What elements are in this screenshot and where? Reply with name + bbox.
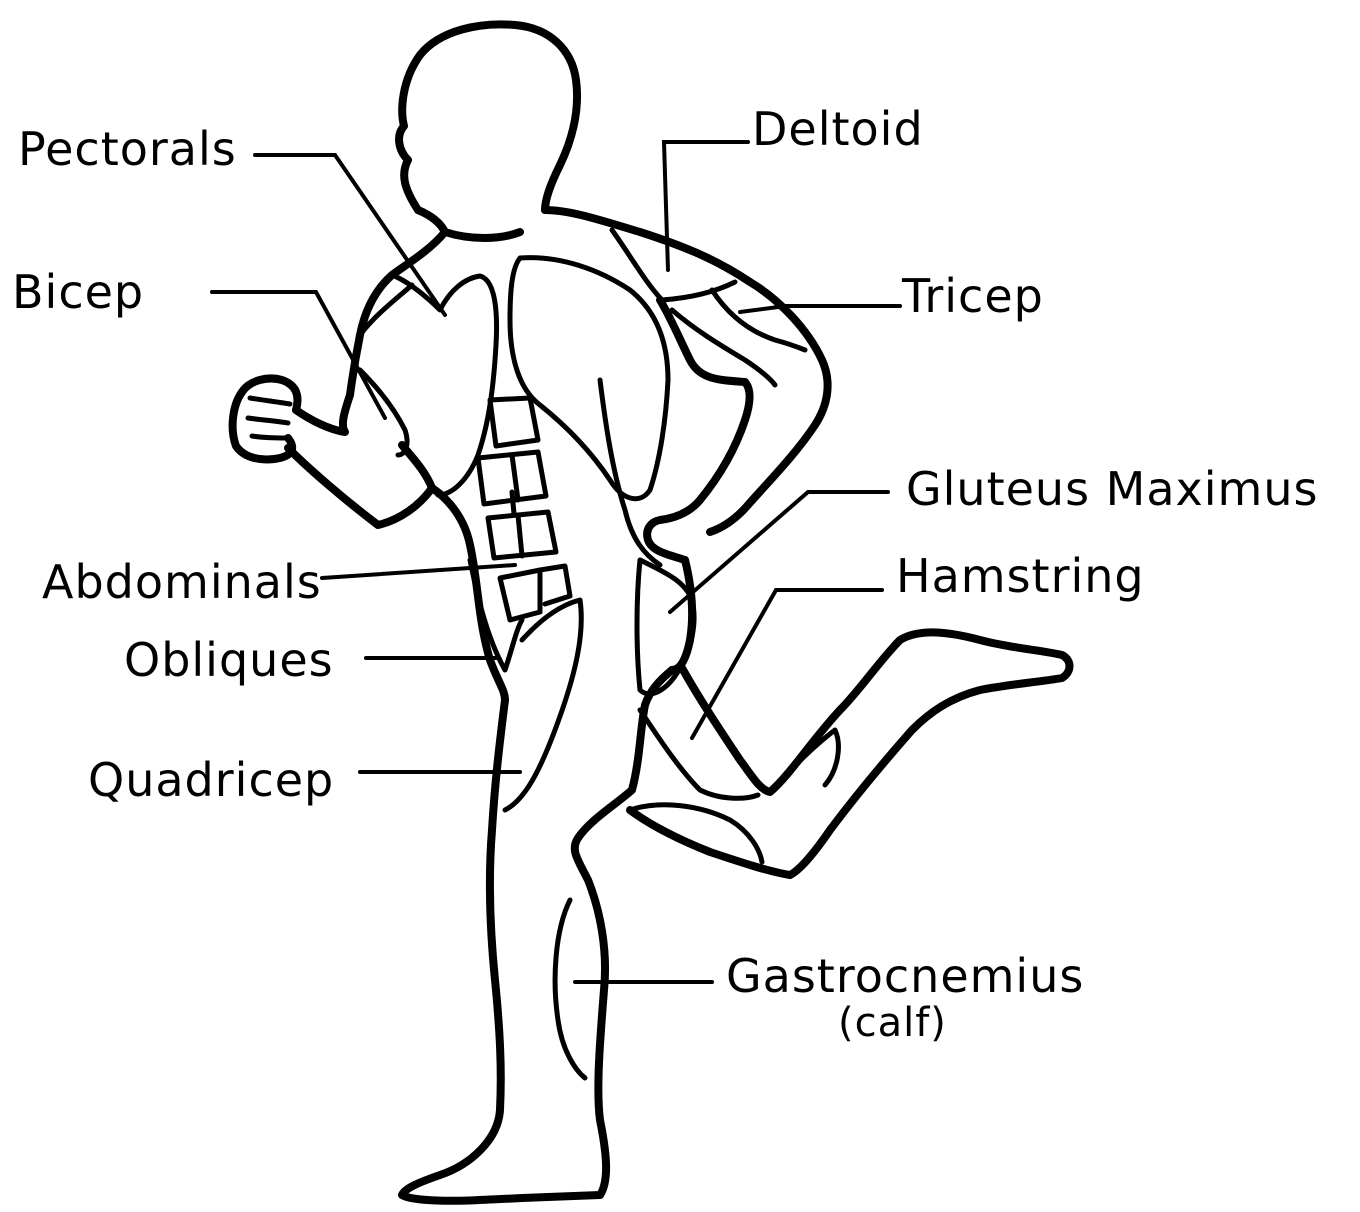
ab-block — [540, 566, 570, 604]
abdominals-leader — [322, 565, 515, 578]
label-pectorals: Pectorals — [18, 122, 237, 176]
deltoid-leader — [664, 142, 748, 270]
label-abdominals: Abdominals — [42, 555, 322, 609]
fist-finger-1 — [250, 398, 290, 404]
label-gastrocnemius-note: (calf) — [838, 1000, 947, 1046]
ab-block — [512, 492, 514, 514]
label-bicep: Bicep — [12, 265, 144, 319]
head-outline — [399, 24, 577, 210]
neck-back-outline — [545, 210, 828, 532]
front-arm-outline — [296, 395, 350, 432]
label-quadricep: Quadricep — [88, 753, 334, 807]
label-deltoid: Deltoid — [752, 102, 924, 156]
ab-block — [490, 398, 538, 446]
front-leg-outline — [402, 700, 600, 1201]
back-knee-region — [770, 730, 838, 792]
fist-finger-2 — [248, 418, 288, 423]
fist-finger-3 — [252, 436, 286, 438]
ab-block — [500, 570, 540, 620]
collar-outline — [445, 232, 520, 238]
ab-block — [518, 515, 522, 556]
tricep-leader — [740, 306, 900, 312]
lat-region — [510, 258, 668, 499]
front-leg-back-outline — [575, 670, 672, 1195]
back-calf-region — [630, 805, 762, 862]
label-obliques: Obliques — [124, 633, 334, 687]
abdominal-blocks — [478, 398, 570, 620]
label-tricep: Tricep — [901, 269, 1044, 323]
label-gluteus-maximus: Gluteus Maximus — [906, 462, 1318, 516]
gluteus-leader — [670, 492, 888, 612]
label-hamstring: Hamstring — [896, 549, 1145, 603]
label-gastrocnemius: Gastrocnemius — [726, 949, 1084, 1003]
gastrocnemius-region — [555, 900, 585, 1078]
hamstring-leader — [692, 590, 882, 738]
back-leg-outline — [630, 632, 1070, 875]
front-forearm-lower — [288, 445, 432, 525]
